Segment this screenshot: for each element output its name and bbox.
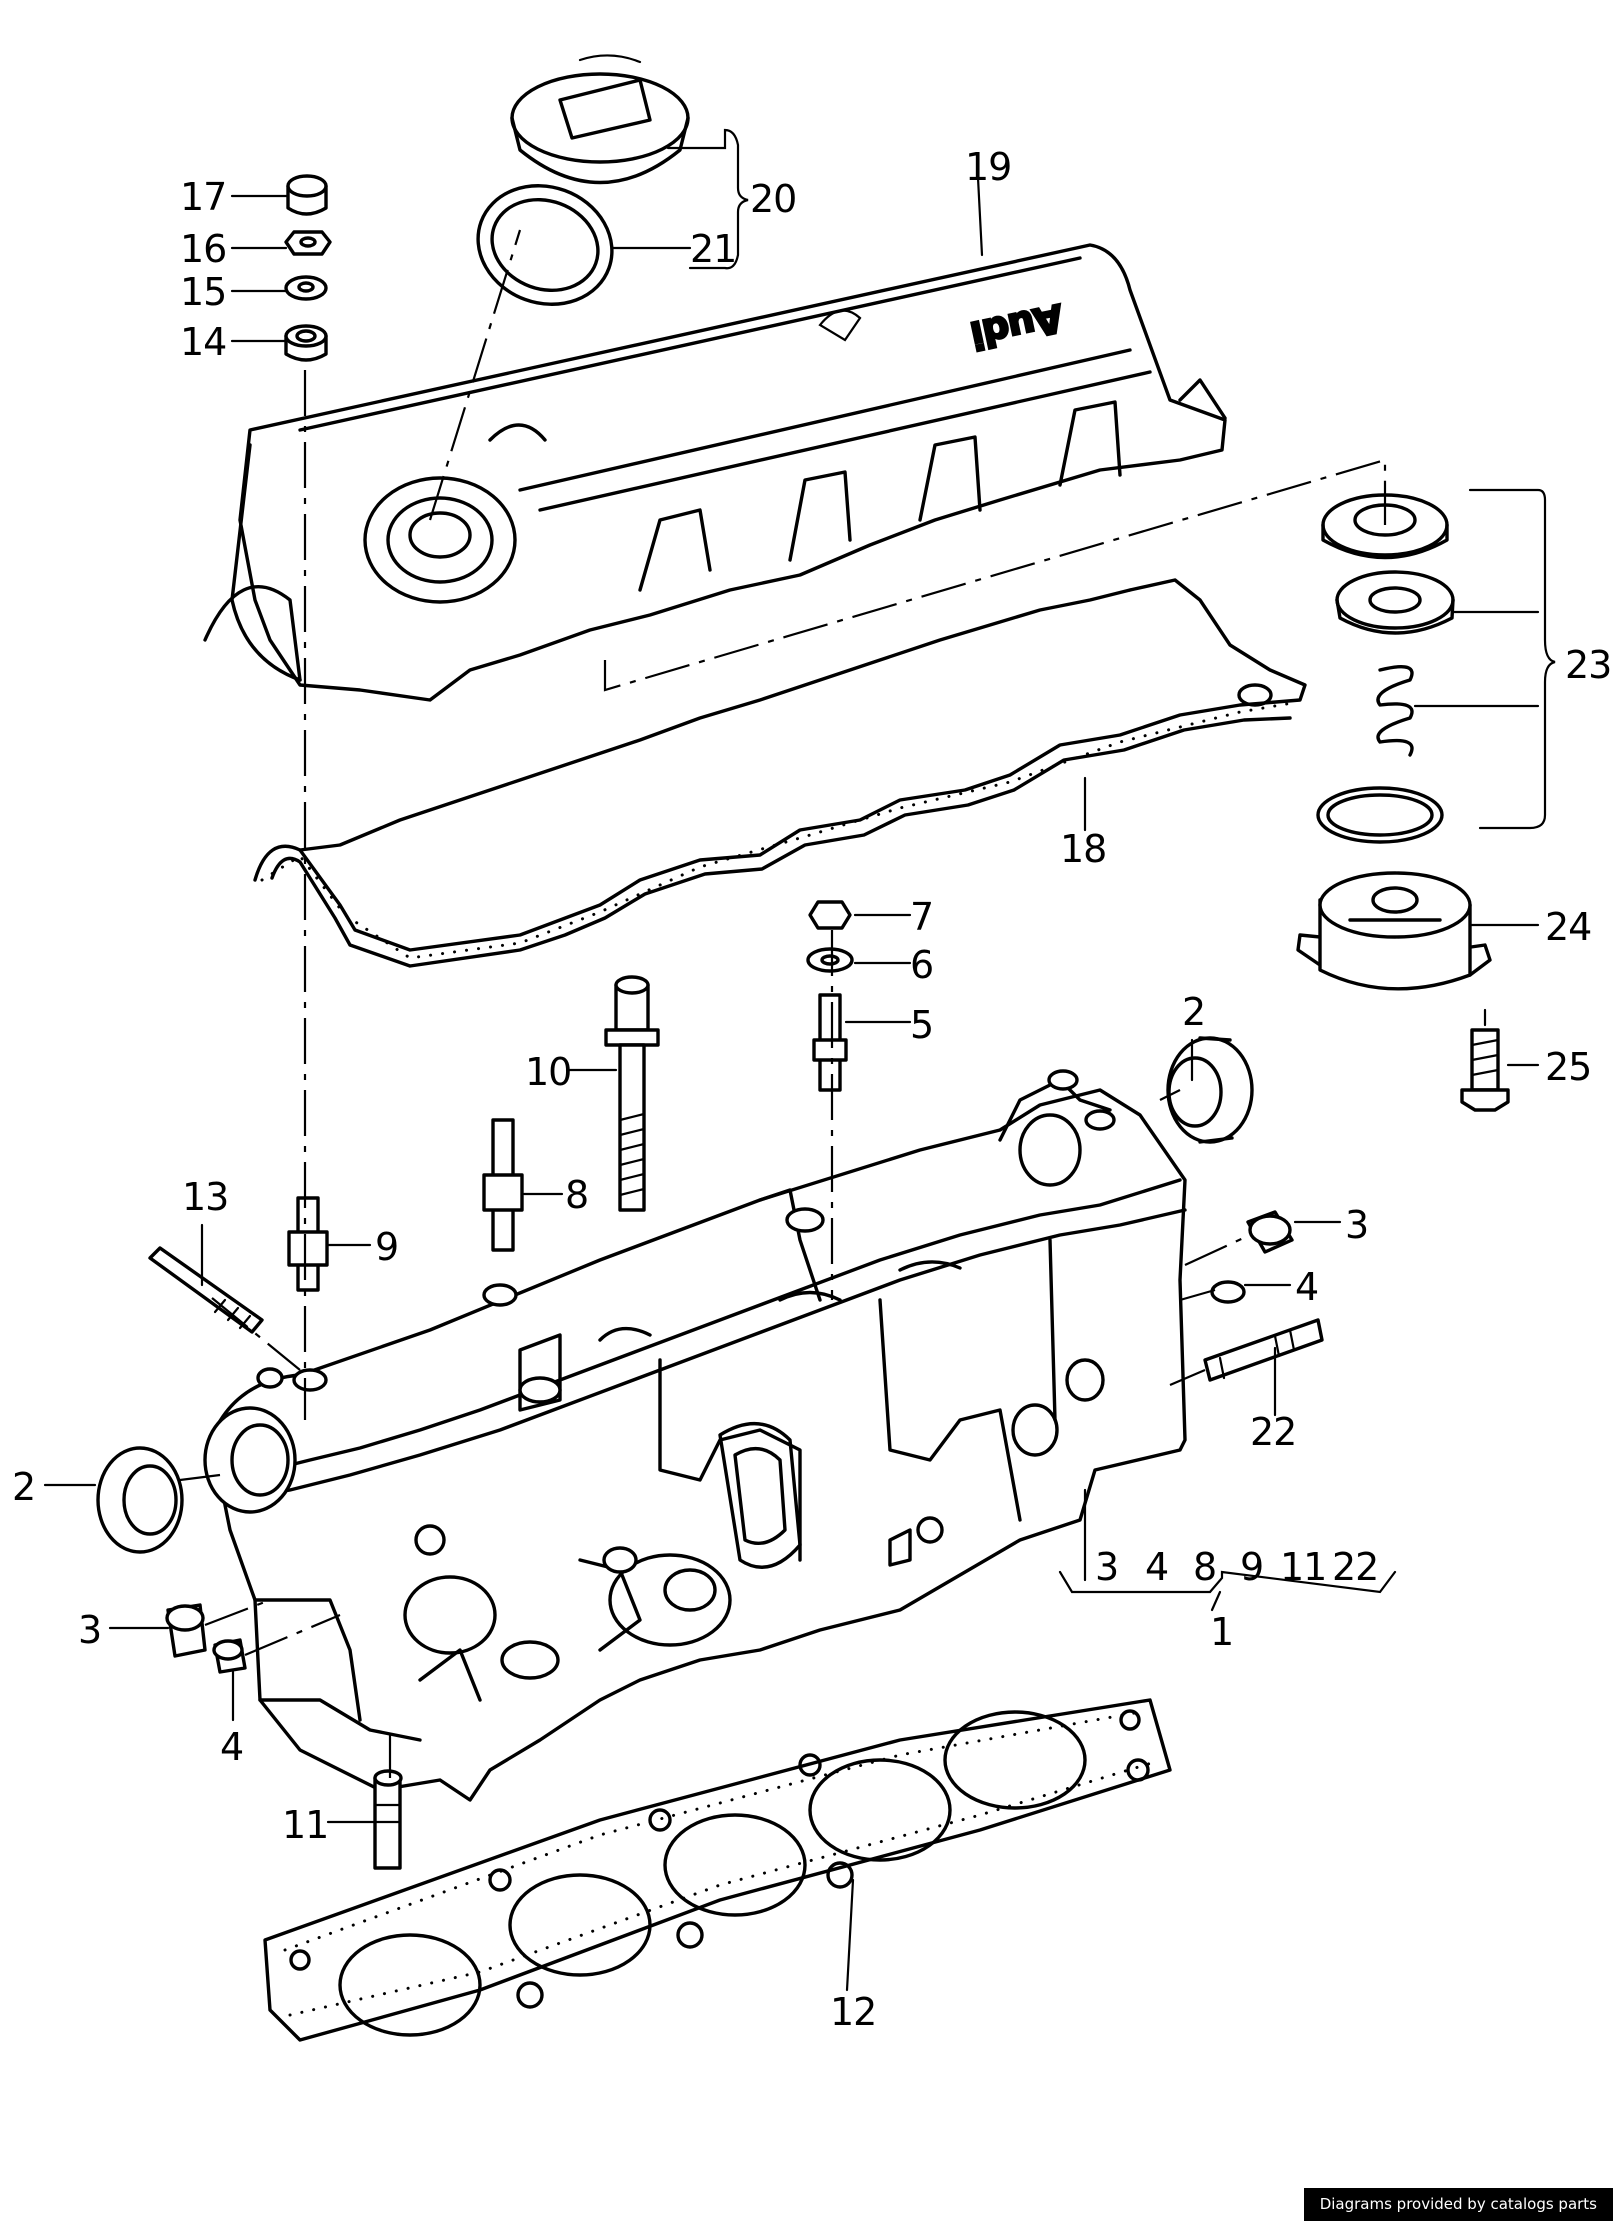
leader-lines	[43, 128, 1556, 1992]
bolt-25	[1460, 1028, 1510, 1112]
cylinder-head	[203, 1069, 1187, 1802]
callout-11: 11	[282, 1803, 328, 1847]
callout-1-sub-22: 22	[1332, 1545, 1378, 1589]
stud-22	[1203, 1318, 1324, 1382]
callout-3-right: 3	[1345, 1203, 1368, 1247]
callout-20: 20	[750, 177, 796, 221]
callout-14: 14	[180, 320, 226, 364]
valve-guide	[373, 1769, 403, 1870]
callout-12: 12	[830, 1990, 876, 2034]
callout-1: 1	[1210, 1610, 1233, 1654]
callout-labels: 17 16 15 14 20 21 19 23 18 7 6 5 24 25 2…	[12, 145, 1612, 2034]
cylinder-head-bolt	[604, 975, 660, 1212]
assembly-lines	[179, 229, 1387, 1778]
small-hardware-stack	[284, 174, 332, 362]
callout-24: 24	[1545, 905, 1591, 949]
callout-2-right: 2	[1182, 990, 1205, 1034]
pin-right	[1210, 1280, 1246, 1304]
stud-nut-washer	[806, 900, 854, 1092]
pin-left	[212, 1638, 247, 1674]
credit-caption: Diagrams provided by catalogs parts	[1303, 2188, 1613, 2221]
callout-15: 15	[180, 270, 226, 314]
callout-1-sub-4: 4	[1145, 1545, 1168, 1589]
callout-19: 19	[965, 145, 1011, 189]
callout-1-group: 3 4 8 9 11 22 1	[1095, 1545, 1379, 1654]
oil-filler-cap	[510, 54, 690, 185]
callout-13: 13	[182, 1175, 228, 1219]
callout-23: 23	[1565, 643, 1611, 687]
callout-4-right: 4	[1295, 1265, 1318, 1309]
callout-1-sub-8: 8	[1193, 1545, 1216, 1589]
cap-seal-ring	[476, 184, 614, 306]
callout-8: 8	[565, 1173, 588, 1217]
callout-5: 5	[910, 1003, 933, 1047]
breather-valve-assembly	[1316, 493, 1455, 844]
cylinder-head-gasket	[263, 1698, 1172, 2042]
callout-7: 7	[910, 895, 933, 939]
callout-16: 16	[180, 227, 226, 271]
sealing-plug-left	[165, 1603, 207, 1658]
callout-1-sub-3: 3	[1095, 1545, 1118, 1589]
stud-9	[287, 1196, 329, 1292]
callout-17: 17	[180, 175, 226, 219]
camshaft-seal-right	[1166, 1036, 1254, 1144]
callout-25: 25	[1545, 1045, 1591, 1089]
callout-10: 10	[525, 1050, 571, 1094]
callout-3-left: 3	[78, 1608, 101, 1652]
callout-4-left: 4	[220, 1725, 243, 1769]
svg-text:Audi: Audi	[967, 295, 1067, 357]
breather-housing	[1296, 871, 1492, 991]
callout-6: 6	[910, 943, 933, 987]
cover-gasket	[253, 578, 1307, 968]
camshaft-seal-left	[96, 1446, 184, 1554]
cover-lettering-logo: Audi	[966, 294, 1068, 359]
callout-21: 21	[690, 227, 736, 271]
callout-22: 22	[1250, 1410, 1296, 1454]
callout-2-left: 2	[12, 1465, 35, 1509]
stud-13	[148, 1246, 264, 1334]
callout-1-sub-9: 9	[1240, 1545, 1263, 1589]
cylinder-head-cover: Audi	[203, 243, 1227, 702]
callout-9: 9	[375, 1225, 398, 1269]
sealing-plug-right	[1246, 1210, 1294, 1254]
callout-18: 18	[1060, 827, 1106, 871]
stud-8	[482, 1118, 524, 1252]
callout-1-sub-11: 11	[1280, 1545, 1326, 1589]
